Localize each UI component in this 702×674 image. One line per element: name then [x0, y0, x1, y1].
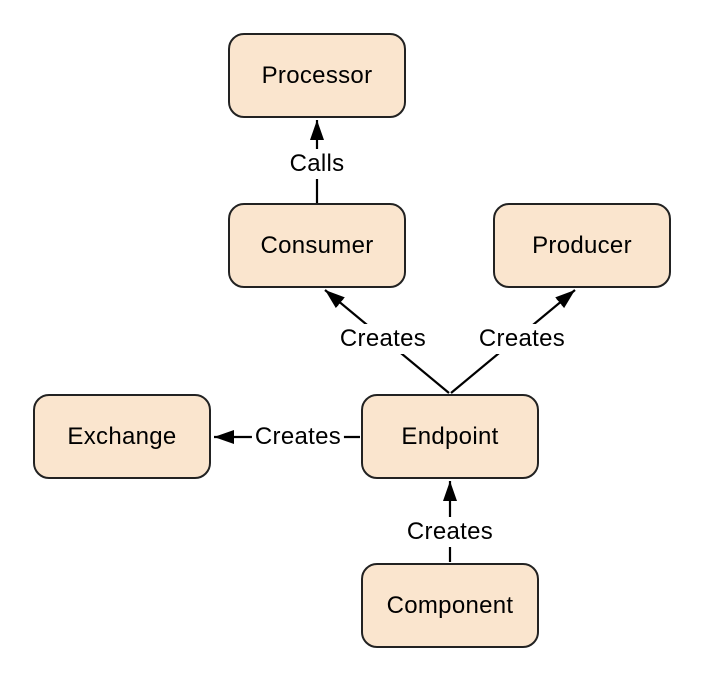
node-component-label: Component — [386, 591, 514, 619]
node-producer-label: Producer — [532, 231, 632, 259]
node-consumer-label: Consumer — [260, 231, 374, 259]
node-component: Component — [361, 563, 539, 648]
edge-label-creates-producer: Creates — [475, 324, 569, 354]
edge-label-creates-exchange: Creates — [251, 422, 345, 452]
edge-label-creates-endpoint: Creates — [403, 517, 497, 547]
node-producer: Producer — [493, 203, 671, 288]
edge-label-creates-consumer: Creates — [336, 324, 430, 354]
edge-label-calls: Calls — [286, 149, 348, 179]
node-endpoint: Endpoint — [361, 394, 539, 479]
node-exchange-label: Exchange — [67, 422, 177, 450]
node-processor: Processor — [228, 33, 406, 118]
node-consumer: Consumer — [228, 203, 406, 288]
node-processor-label: Processor — [261, 61, 373, 89]
node-endpoint-label: Endpoint — [401, 422, 499, 450]
node-exchange: Exchange — [33, 394, 211, 479]
